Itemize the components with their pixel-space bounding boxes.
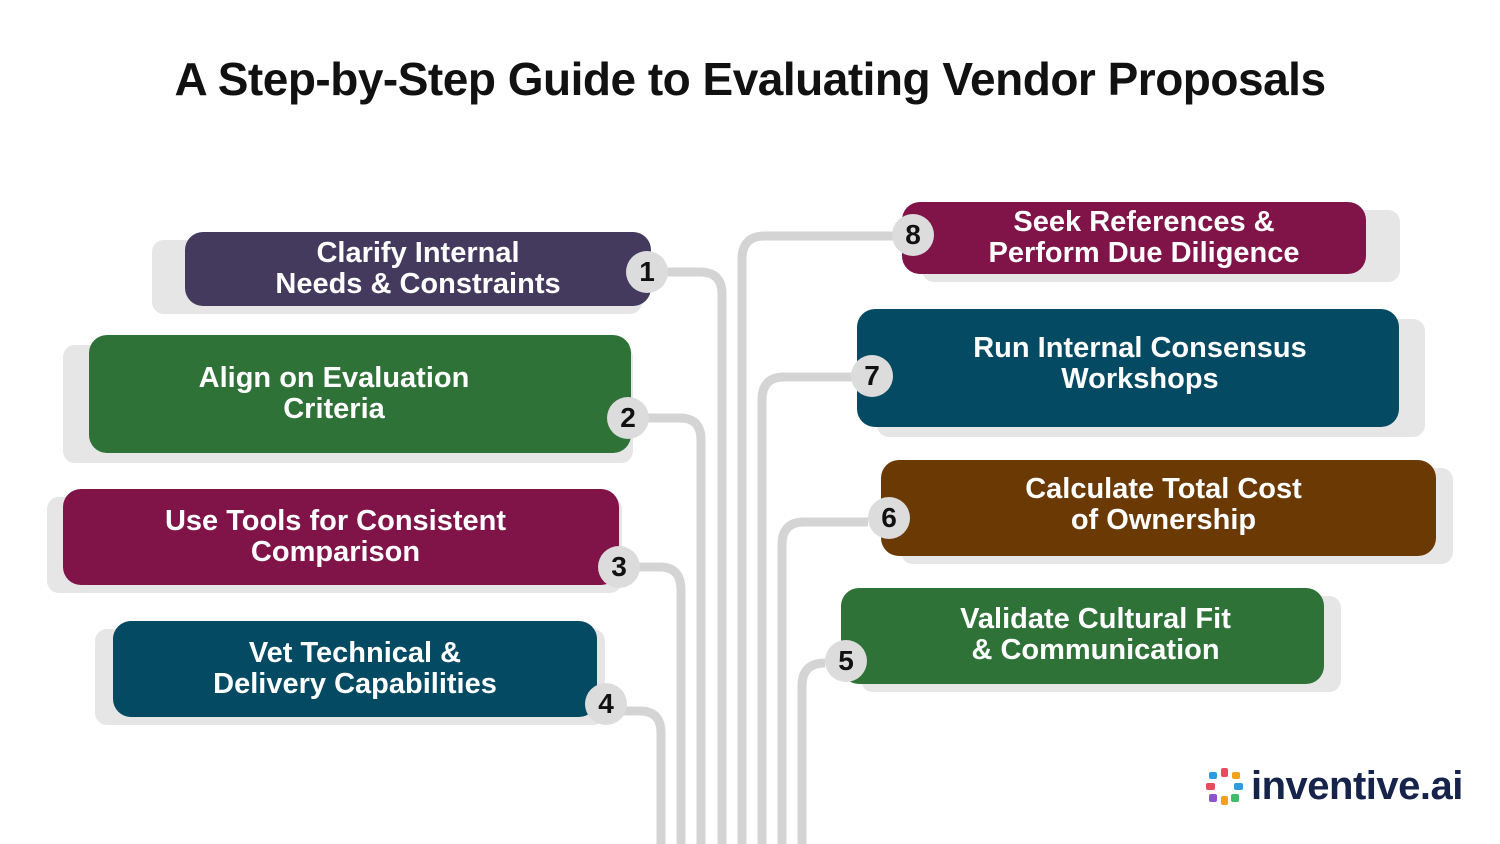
step-3-number: 3 xyxy=(598,546,640,588)
step-6-number: 6 xyxy=(868,497,910,539)
logo-text: inventive.ai xyxy=(1251,763,1463,808)
step-1-line1: Clarify Internal xyxy=(316,237,520,269)
connector-4 xyxy=(608,706,666,844)
connector-2 xyxy=(630,413,706,844)
step-7-line2: Workshops xyxy=(1061,363,1219,395)
step-1-line2: Needs & Constraints xyxy=(275,268,561,300)
step-8-box: Seek References &Perform Due Diligence xyxy=(902,202,1366,274)
step-8-line2: Perform Due Diligence xyxy=(988,237,1300,269)
step-2-line1: Align on Evaluation xyxy=(198,362,470,394)
step-3-line2: Comparison xyxy=(250,536,421,568)
connector-1 xyxy=(650,267,727,844)
step-8-number: 8 xyxy=(892,214,934,256)
step-5-line1: Validate Cultural Fit xyxy=(960,603,1231,635)
step-5-box: Validate Cultural Fit& Communication xyxy=(841,588,1324,684)
step-7-line1: Run Internal Consensus xyxy=(973,332,1307,364)
step-7-number: 7 xyxy=(851,355,893,397)
step-1-number: 1 xyxy=(626,251,668,293)
step-5-number: 5 xyxy=(825,640,867,682)
inventive-logo-icon xyxy=(1206,768,1243,805)
connector-6 xyxy=(777,517,868,844)
connector-3 xyxy=(620,562,686,844)
step-2-line2: Criteria xyxy=(283,393,385,425)
connector-5 xyxy=(797,658,826,844)
step-6-line1: Calculate Total Cost xyxy=(1025,473,1302,505)
step-3-line1: Use Tools for Consistent xyxy=(164,505,507,537)
inventive-logo[interactable]: inventive.ai xyxy=(1205,762,1463,810)
connector-7 xyxy=(757,372,852,844)
step-5-line2: & Communication xyxy=(971,634,1220,666)
connector-8 xyxy=(737,231,893,844)
step-4-line1: Vet Technical & xyxy=(248,637,462,669)
step-4-number: 4 xyxy=(585,683,627,725)
step-4-line2: Delivery Capabilities xyxy=(213,668,497,700)
page-title: A Step-by-Step Guide to Evaluating Vendo… xyxy=(174,53,1326,105)
step-4-box: Vet Technical &Delivery Capabilities xyxy=(113,621,597,717)
step-6-line2: of Ownership xyxy=(1070,504,1257,536)
step-2-number: 2 xyxy=(607,397,649,439)
step-8-line1: Seek References & xyxy=(1013,206,1275,238)
